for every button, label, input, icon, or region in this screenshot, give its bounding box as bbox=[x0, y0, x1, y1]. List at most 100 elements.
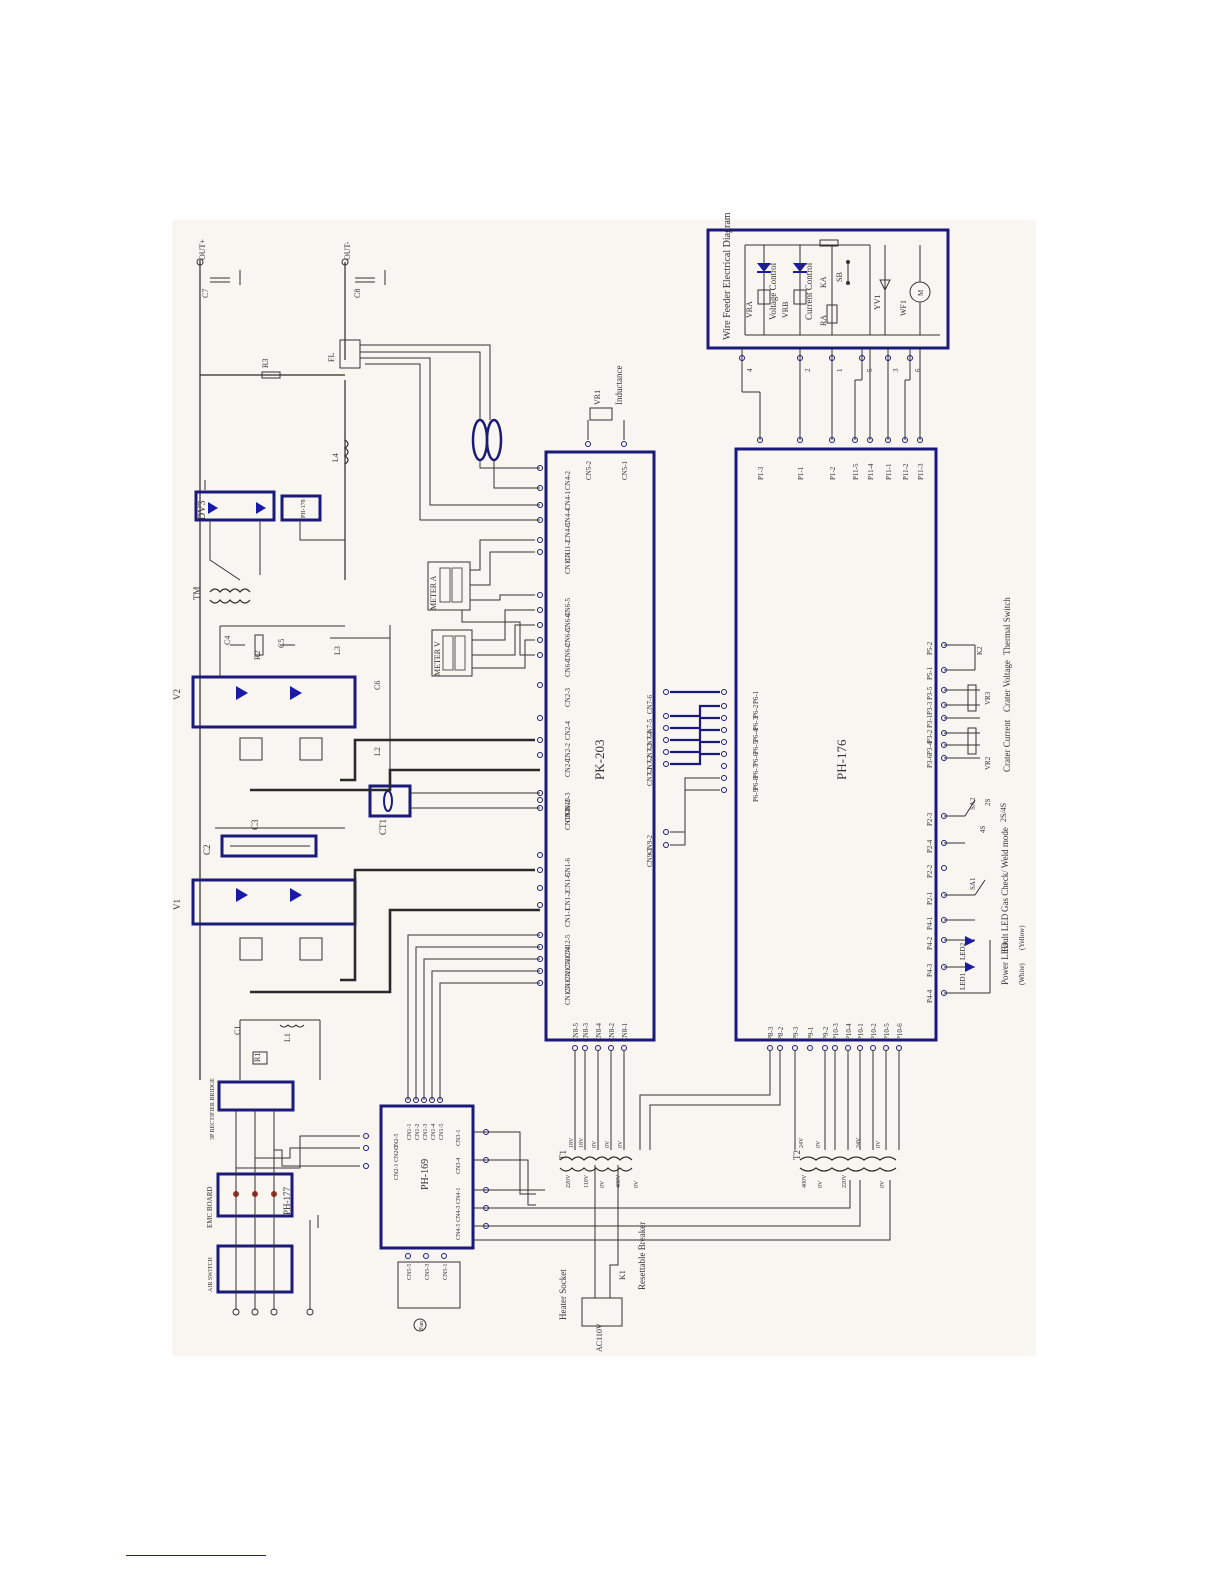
t2-tap-labels: 24V 0V 24V 0V bbox=[799, 1137, 882, 1148]
ph176-pin-label: P4-3 bbox=[926, 963, 934, 977]
pk203-pin bbox=[663, 713, 669, 719]
pk203-pin-label: CN12-3 bbox=[564, 958, 572, 981]
ph176-pin-label: P10-3 bbox=[832, 1023, 840, 1040]
ph176-right-components bbox=[944, 644, 991, 994]
2s-4s-label: 2S/4S bbox=[999, 803, 1008, 822]
ph176-pin bbox=[867, 437, 873, 443]
t2-tap-label: 0V bbox=[876, 1140, 882, 1148]
potentiometer-icon bbox=[793, 289, 807, 305]
ph176-pin-label: P3-6 bbox=[926, 754, 934, 768]
ph176-pin-label: P10-4 bbox=[845, 1023, 853, 1040]
pk203-pin-label: CN8-4 bbox=[595, 1022, 603, 1042]
ph176-pin-label: P11-1 bbox=[885, 463, 893, 480]
bus-wire bbox=[670, 777, 720, 833]
ph176-pin bbox=[721, 751, 727, 757]
breaker-label: Resettable Breaker bbox=[637, 1222, 647, 1290]
t1-primary-label: 400V bbox=[616, 1174, 622, 1188]
pk203-pin bbox=[663, 749, 669, 755]
wf-pin-label: 4 bbox=[746, 368, 754, 372]
driver-icon bbox=[299, 737, 323, 761]
l4-label: L4 bbox=[331, 453, 340, 462]
pk203-pin-label: CN6-1 bbox=[564, 657, 572, 677]
fl-shunt-icon bbox=[339, 339, 361, 369]
ph169-wires bbox=[407, 934, 891, 1241]
l2-label: L2 bbox=[373, 747, 382, 756]
pk203-pin bbox=[621, 1045, 627, 1051]
t1-primary-label: 220V bbox=[566, 1174, 572, 1188]
ph169-pin-label: CN1-1 bbox=[407, 1124, 413, 1140]
pk203-pin bbox=[582, 1045, 588, 1051]
t1-primary-label: 0V bbox=[634, 1180, 640, 1188]
pk203-pin bbox=[537, 867, 543, 873]
wf-pin bbox=[859, 355, 865, 361]
ph-176-board bbox=[734, 447, 938, 1042]
pk-203-label: PK-203 bbox=[592, 740, 607, 780]
t2-tap-label: 24V bbox=[799, 1137, 805, 1148]
ph176-pin bbox=[896, 1045, 902, 1051]
rectifier-label: 3P RECTIFIER BRIDGE bbox=[210, 1078, 216, 1140]
ph176-pin-label: P11-3 bbox=[917, 463, 925, 480]
t2-primary-label: 0V bbox=[818, 1180, 824, 1188]
pk203-pin-label: CN2-4 bbox=[564, 720, 572, 740]
ka-label: KA bbox=[819, 276, 828, 288]
t2-tap-label: 24V bbox=[856, 1137, 862, 1148]
pk203-pin-label: CN7-3 bbox=[646, 742, 654, 762]
t2-label: T2 bbox=[792, 1150, 802, 1160]
ph176-pin-label: P6-9 bbox=[752, 788, 760, 802]
snubber-v2 bbox=[219, 625, 391, 790]
ph176-pin-label: P6-5 bbox=[752, 740, 760, 754]
power-led-label: Power LED bbox=[1000, 942, 1010, 985]
pk203-pin-label: CN10-1 bbox=[564, 807, 572, 830]
t1-primary-label: 0V bbox=[600, 1180, 606, 1188]
r1-label: R1 bbox=[253, 1053, 262, 1062]
vrb-label: VRB bbox=[781, 302, 790, 318]
pk203-pin-label: CN8-2 bbox=[608, 1022, 616, 1042]
t1-transformer-icon bbox=[559, 1156, 633, 1161]
k2-label: K2 bbox=[976, 646, 984, 655]
wire-feeder-wires bbox=[741, 348, 921, 440]
ph176-pin-label: P10-1 bbox=[857, 1023, 865, 1040]
ph176-pin bbox=[757, 437, 763, 443]
pk203-pin bbox=[537, 637, 543, 643]
pk203-pin-label: CN7-5 bbox=[646, 718, 654, 738]
c7-label: C7 bbox=[201, 289, 210, 298]
ph176-pin-label: P5-2 bbox=[926, 641, 934, 655]
pk203-pin bbox=[621, 441, 627, 447]
ph176-pin bbox=[941, 865, 947, 871]
t2-tap-label: 0V bbox=[816, 1140, 822, 1148]
gas-check-label: Gas Check/ Weld mode bbox=[1000, 827, 1010, 912]
pk203-pin-label: CN11-2 bbox=[564, 539, 572, 562]
sa1-label: SA1 bbox=[969, 877, 977, 890]
ph-169-board bbox=[379, 1104, 475, 1250]
ph176-pin bbox=[885, 437, 891, 443]
pk203-pin-label: CN2-1 bbox=[564, 757, 572, 777]
vr1-label: VR1 bbox=[593, 390, 602, 405]
ph169-pin-label: CN3-1 bbox=[456, 1130, 462, 1146]
2s-label: 2S bbox=[984, 799, 992, 807]
ph176-pin bbox=[902, 437, 908, 443]
pk203-pin bbox=[537, 682, 543, 688]
r1-resistor-icon bbox=[252, 1051, 268, 1065]
thermal-switch-label: Thermal Switch bbox=[1002, 597, 1012, 655]
vr3-potentiometer-icon bbox=[967, 684, 977, 712]
pk203-pin bbox=[537, 652, 543, 658]
ph176-pin-label: P3-2 bbox=[926, 729, 934, 743]
vr2-label: VR2 bbox=[984, 756, 992, 770]
tm-label: TM bbox=[192, 587, 202, 601]
ph176-pin-label: P1-3 bbox=[757, 466, 765, 480]
c1-label: C1 bbox=[233, 1026, 242, 1035]
r3-label: R3 bbox=[261, 359, 270, 368]
pk203-pin-label: CN4-2 bbox=[564, 470, 572, 490]
pk203-pin bbox=[585, 441, 591, 447]
l1-label: L1 bbox=[283, 1033, 292, 1042]
ph176-pin bbox=[852, 437, 858, 443]
ph176-pin-label: P3-5 bbox=[926, 686, 934, 700]
ph176-pin-label: P9-2 bbox=[822, 1026, 830, 1040]
ph176-pin bbox=[870, 1045, 876, 1051]
pk203-pin-label: CN9-2 bbox=[646, 834, 654, 854]
pk203-pin-label: CN2-2 bbox=[564, 742, 572, 762]
wf-pin-label: 1 bbox=[836, 368, 844, 372]
ph176-pin-label: P4-2 bbox=[926, 936, 934, 950]
